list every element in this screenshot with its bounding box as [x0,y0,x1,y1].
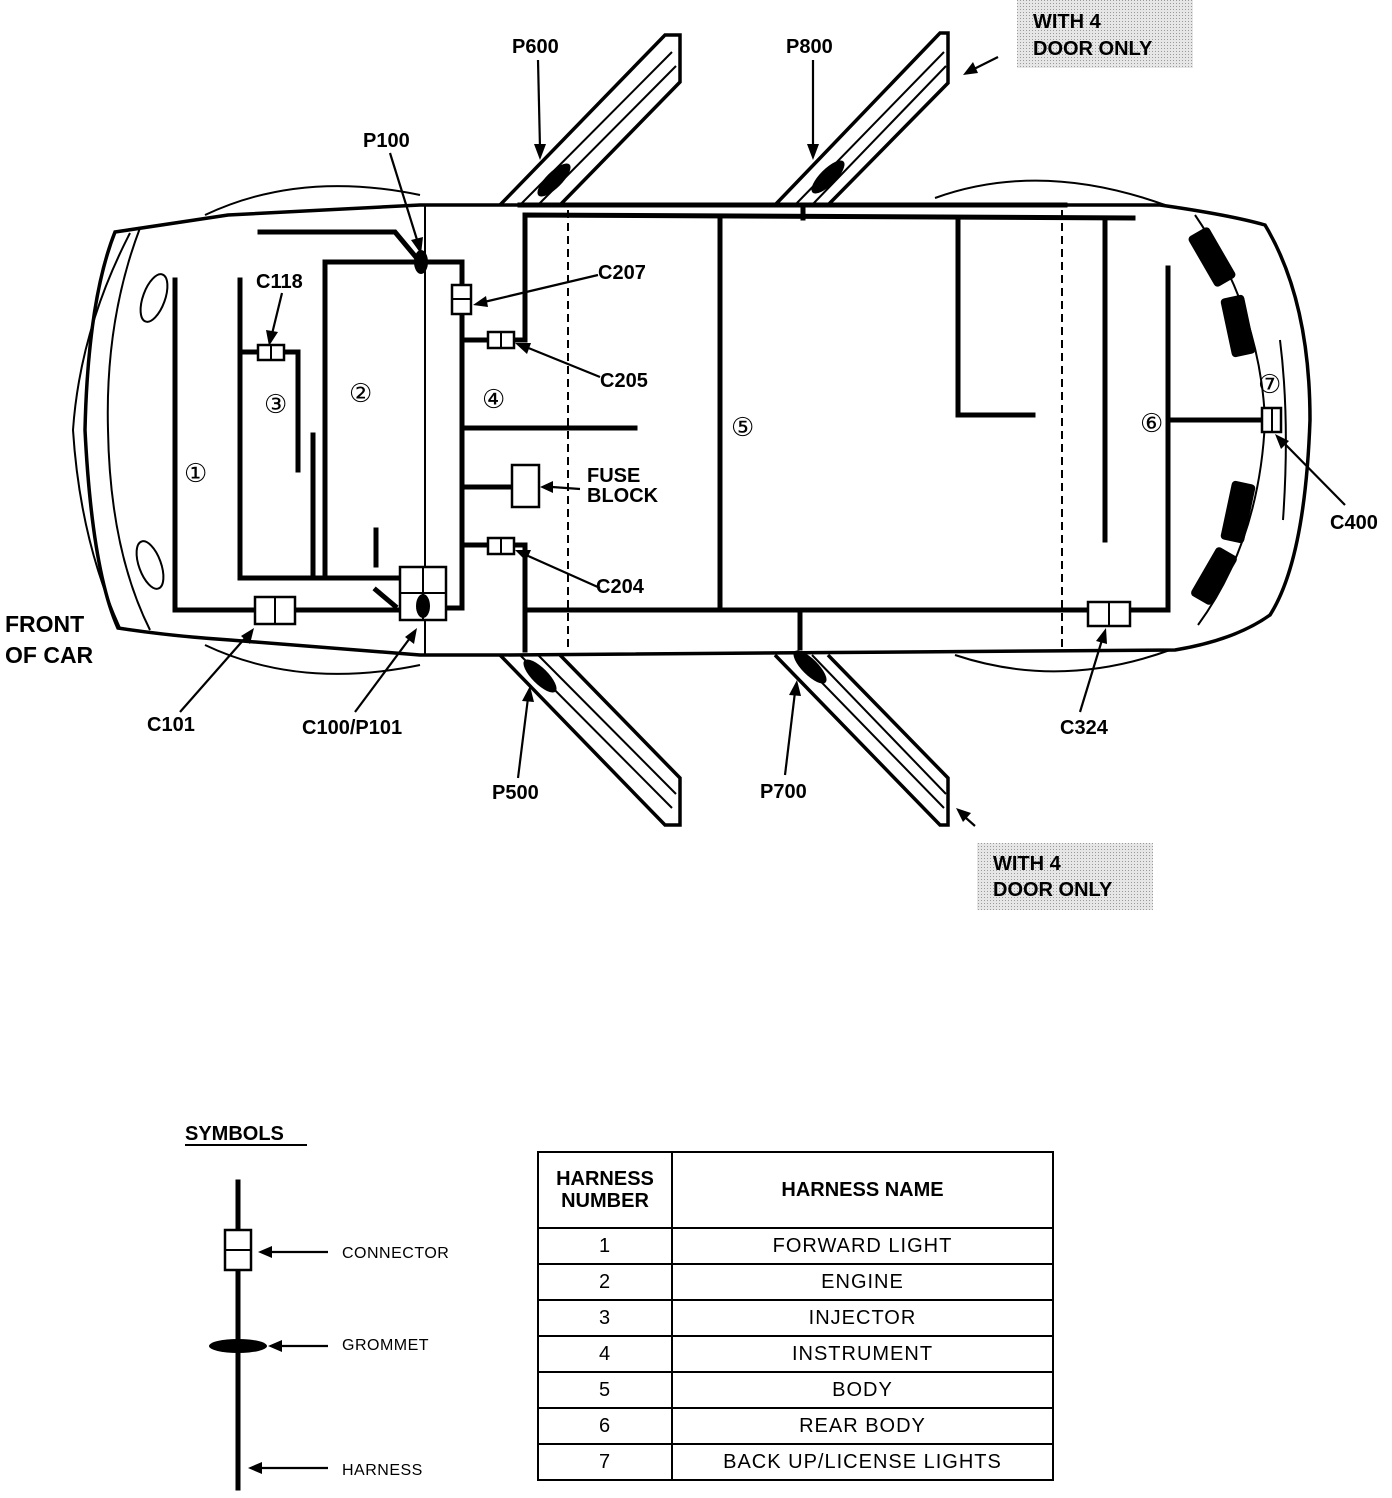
legend-grommet-label: GROMMET [342,1337,429,1354]
label-p800: P800 [786,36,833,58]
note-box-bottom [977,843,1153,910]
connector-c100-p101 [398,565,448,622]
label-p700: P700 [760,781,807,803]
label-c207: C207 [598,262,646,284]
note-bottom-line1: WITH 4 [993,853,1062,875]
header-harness-name: HARNESS NAME [671,1151,1054,1229]
note-bottom-line2: DOOR ONLY [993,879,1113,901]
marker-3: ③ [264,390,287,420]
row-name: REAR BODY [671,1407,1054,1445]
door-harness-front-right [498,653,682,827]
row-name: FORWARD LIGHT [671,1227,1054,1265]
symbols-title: SYMBOLS [185,1123,284,1145]
label-front-1: FRONT [5,611,84,637]
door-harness-front-left [498,33,682,207]
marker-1: ① [184,459,207,489]
note-box-top [1017,0,1193,68]
connector-c400 [1260,406,1283,434]
row-name: INSTRUMENT [671,1335,1054,1373]
connector-c118 [256,343,286,362]
marker-5: ⑤ [731,413,754,443]
connector-c207 [450,283,473,316]
label-p500: P500 [492,782,539,804]
legend-harness-label: HARNESS [342,1462,423,1479]
row-name: INJECTOR [671,1299,1054,1337]
row-name: BACK UP/LICENSE LIGHTS [671,1443,1054,1481]
connector-c205 [486,330,516,350]
harness-wires [172,202,1265,653]
header-harness-number: HARNESS NUMBER [537,1151,673,1229]
symbols-legend: SYMBOLS CONNECTOR GROMMET HARNESS [185,1123,449,1491]
row-number: 6 [537,1407,673,1445]
connectors [253,250,1283,628]
header-number-line1: HARNESS [556,1168,654,1190]
connector-c204 [486,536,516,556]
label-c400: C400 [1330,512,1378,534]
label-c204: C204 [596,576,645,598]
marker-4: ④ [482,385,505,415]
legend-grommet-symbol [209,1339,267,1353]
header-number-line2: NUMBER [561,1190,649,1212]
row-number: 1 [537,1227,673,1265]
door-harness-rear-right [773,650,950,827]
label-p100: P100 [363,130,410,152]
row-name: ENGINE [671,1263,1054,1301]
label-fuse-block-1: FUSE [587,465,640,487]
diagram-labels: P600 P800 P100 C118 C207 C205 FUSE BLOCK… [5,11,1378,901]
connector-c324 [1086,600,1132,628]
fuse-block [510,463,541,509]
connector-c101 [253,595,297,626]
row-number: 2 [537,1263,673,1301]
grommet-p100 [414,250,428,274]
leader-arrows [179,56,1346,827]
harness-number-markers: ① ② ③ ④ ⑤ ⑥ ⑦ [184,370,1281,489]
door-harness-rear-left [773,31,950,207]
label-c118: C118 [256,271,303,293]
row-number: 3 [537,1299,673,1337]
note-top-line1: WITH 4 [1033,11,1102,33]
marker-7: ⑦ [1258,370,1281,400]
label-c324: C324 [1060,717,1109,739]
row-number: 5 [537,1371,673,1409]
label-front-2: OF CAR [5,642,94,668]
row-number: 7 [537,1443,673,1481]
label-c205: C205 [600,370,648,392]
label-p600: P600 [512,36,559,58]
marker-6: ⑥ [1140,409,1163,439]
label-c101: C101 [147,714,195,736]
row-number: 4 [537,1335,673,1373]
table-header-row: HARNESS NUMBER HARNESS NAME [537,1151,1054,1229]
label-fuse-block-2: BLOCK [587,485,659,507]
label-c100-p101: C100/P101 [302,717,402,739]
legend-connector-label: CONNECTOR [342,1245,449,1262]
note-top-line2: DOOR ONLY [1033,38,1153,60]
marker-2: ② [349,379,372,409]
row-name: BODY [671,1371,1054,1409]
